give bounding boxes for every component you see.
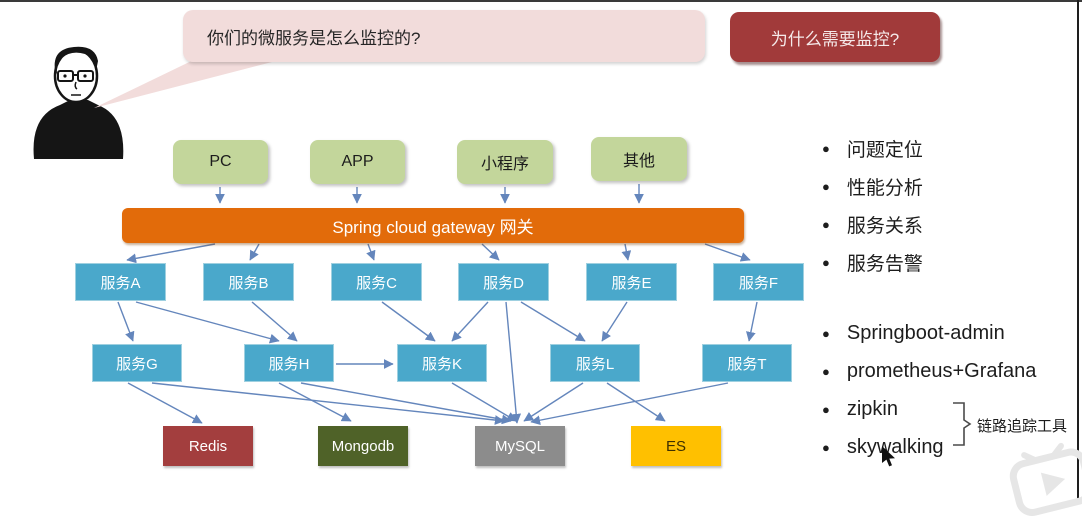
service-box-t: 服务T [702, 344, 792, 382]
speech-bubble: 你们的微服务是怎么监控的? [183, 10, 705, 62]
why-monitor-button[interactable]: 为什么需要监控? [730, 12, 940, 62]
service-box-d: 服务D [458, 263, 549, 301]
service-label: 服务A [100, 274, 141, 292]
service-label: 服务K [421, 355, 462, 373]
db-box-mysql: MySQL [475, 426, 565, 466]
connector-arrows [117, 184, 758, 426]
tool-label: zipkin [846, 397, 898, 420]
mouse-cursor-icon [882, 446, 895, 467]
bullet-icon: ● [822, 140, 830, 156]
service-label: 服务D [483, 274, 524, 292]
list-item: ● 服务关系 [822, 205, 923, 243]
list-item: ● 性能分析 [822, 167, 923, 205]
tracing-tools-label: 链路追踪工具 [977, 418, 1068, 435]
bullet-icon: ● [822, 216, 830, 232]
service-box-e: 服务E [586, 263, 677, 301]
client-label: APP [341, 153, 374, 170]
client-box-other: 其他 [591, 137, 687, 181]
service-label: 服务L [575, 355, 615, 373]
client-box-pc: PC [173, 140, 268, 184]
bullet-icon: ● [822, 439, 830, 455]
service-box-b: 服务B [203, 263, 294, 301]
service-box-k: 服务K [397, 344, 487, 382]
service-label: 服务H [268, 355, 310, 373]
service-label: 服务B [228, 274, 269, 292]
service-box-g: 服务G [92, 344, 182, 382]
client-box-miniprogram: 小程序 [457, 140, 553, 184]
service-label: 服务F [738, 274, 779, 292]
client-label: 小程序 [480, 156, 529, 173]
bullet-icon: ● [822, 178, 830, 194]
service-label: 服务C [356, 274, 397, 292]
service-box-f: 服务F [713, 263, 804, 301]
list-item: ● Springboot-admin [822, 314, 1036, 352]
service-label: 服务E [611, 274, 652, 292]
gateway-bar: Spring cloud gateway 网关 [122, 208, 744, 243]
reason-label: 性能分析 [846, 177, 923, 199]
service-box-h: 服务H [244, 344, 334, 382]
db-label: ES [665, 437, 686, 455]
list-item: ● prometheus+Grafana [822, 352, 1036, 390]
service-label: 服务G [116, 355, 158, 373]
list-item: ● skywalking [822, 428, 1036, 466]
client-label: 其他 [622, 153, 655, 170]
monitoring-tools-list: ● Springboot-admin ● prometheus+Grafana ● z… [822, 314, 1036, 466]
tool-label: skywalking [846, 435, 944, 458]
list-item: ● zipkin [822, 390, 1036, 428]
monitoring-reasons-list: ● 问题定位 ● 性能分析 ● 服务关系 ● 服务告警 [822, 129, 923, 281]
gateway-label: Spring cloud gateway 网关 [332, 218, 534, 237]
person-illustration [33, 46, 124, 159]
bullet-icon: ● [822, 401, 830, 417]
service-box-l: 服务L [550, 344, 640, 382]
speech-bubble-text: 你们的微服务是怎么监控的? [207, 28, 421, 48]
db-label: Redis [188, 437, 228, 455]
why-monitor-label: 为什么需要监控? [770, 29, 900, 49]
tracing-tools-bracket [953, 402, 972, 446]
screen-right-border [1077, 0, 1079, 500]
db-label: MySQL [494, 437, 545, 455]
screen-top-border [0, 0, 1082, 2]
bullet-icon: ● [822, 325, 830, 341]
bullet-icon: ● [822, 254, 830, 270]
db-box-redis: Redis [163, 426, 253, 466]
service-box-c: 服务C [331, 263, 422, 301]
glasses-icon [57, 70, 94, 82]
db-box-mongodb: Mongodb [318, 426, 408, 466]
reason-label: 服务告警 [846, 253, 923, 275]
tool-label: prometheus+Grafana [846, 359, 1037, 382]
tool-label: Springboot-admin [846, 321, 1005, 344]
list-item: ● 服务告警 [822, 243, 923, 281]
list-item: ● 问题定位 [822, 129, 923, 167]
db-label: Mongodb [331, 437, 395, 455]
service-label: 服务T [727, 355, 767, 373]
reason-label: 服务关系 [846, 215, 923, 237]
service-box-a: 服务A [75, 263, 166, 301]
reason-label: 问题定位 [846, 139, 923, 161]
bullet-icon: ● [822, 363, 830, 379]
client-box-app: APP [310, 140, 405, 184]
db-box-es: ES [631, 426, 721, 466]
client-label: PC [209, 153, 232, 170]
speech-bubble-tail [94, 52, 272, 108]
